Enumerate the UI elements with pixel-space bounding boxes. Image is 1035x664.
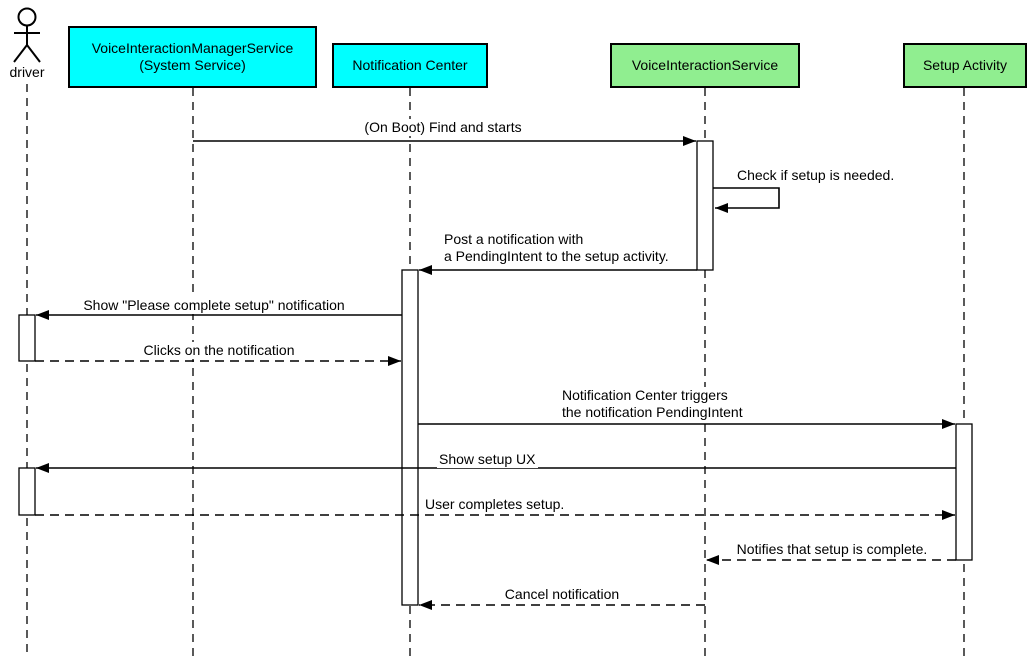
- activation-notification-center: [401, 269, 419, 606]
- activation-driver-2: [18, 467, 36, 516]
- message-label-user-completes-setup: User completes setup.: [423, 496, 567, 513]
- actor-figure: [13, 7, 41, 63]
- message-label-clicks-notification: Clicks on the notification: [141, 342, 297, 359]
- message-label-show-setup-ux: Show setup UX: [437, 451, 538, 468]
- message-label-on-boot-find-and-starts: (On Boot) Find and starts: [362, 119, 524, 136]
- activation-setup-activity: [955, 423, 973, 561]
- participant-voice-interaction-manager-service: VoiceInteractionManagerService (System S…: [68, 26, 317, 88]
- message-arrow-check-if-setup-needed-self: [713, 187, 780, 213]
- message-label-notifies-setup-complete: Notifies that setup is complete.: [734, 541, 930, 558]
- participant-setup-activity: Setup Activity: [903, 43, 1027, 88]
- message-label-check-if-setup-needed: Check if setup is needed.: [735, 167, 897, 184]
- message-label-show-setup-notification: Show "Please complete setup" notificatio…: [81, 297, 347, 314]
- message-label-post-notification: Post a notification with a PendingIntent…: [442, 231, 671, 265]
- actor-head: [17, 7, 37, 27]
- participant-voice-interaction-service: VoiceInteractionService: [610, 43, 800, 88]
- actor-leg-right: [26, 44, 41, 63]
- activation-driver-1: [18, 314, 36, 362]
- activation-voice-interaction-service: [696, 140, 714, 271]
- actor-label-driver: driver: [9, 64, 45, 80]
- participant-notification-center: Notification Center: [332, 43, 488, 88]
- message-label-triggers-pendingintent: Notification Center triggers the notific…: [560, 387, 745, 421]
- message-label-cancel-notification: Cancel notification: [502, 586, 622, 603]
- actor-leg-left: [13, 44, 28, 63]
